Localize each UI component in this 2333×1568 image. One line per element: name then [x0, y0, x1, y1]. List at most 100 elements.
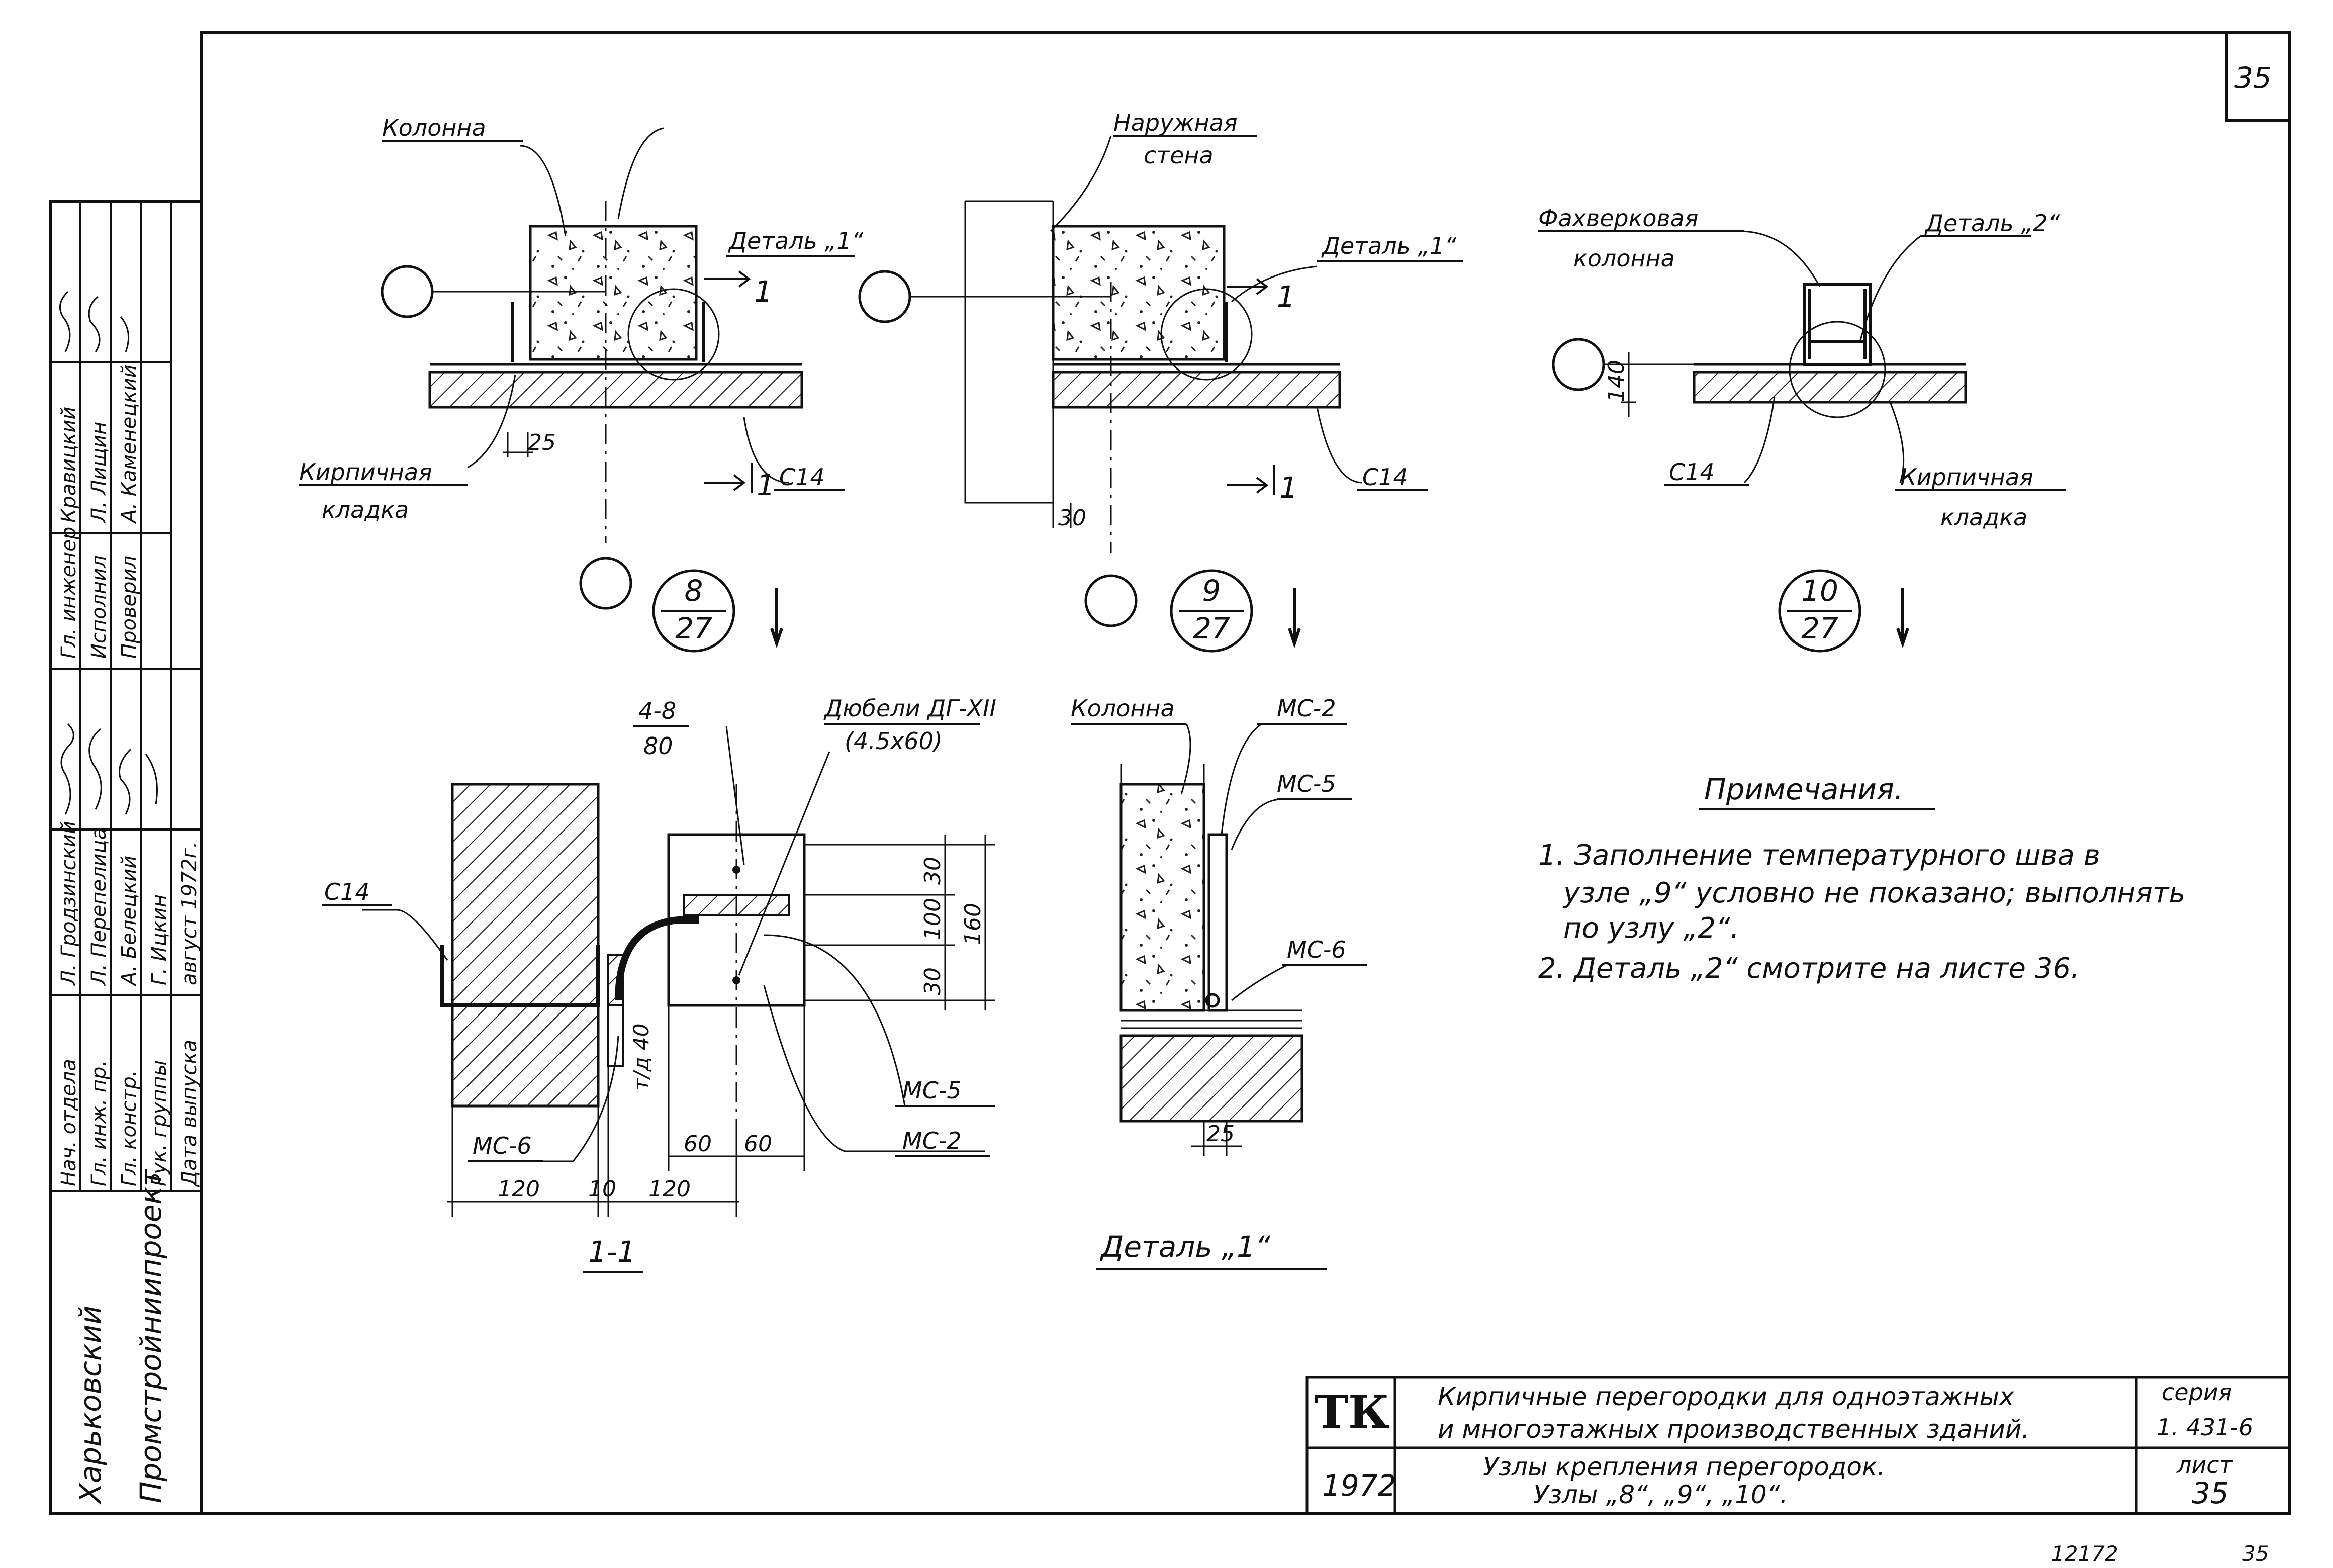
stamp-org-line-2: Промстройниипроект [134, 1168, 168, 1503]
axis-bubble [858, 270, 911, 323]
node-9-drawing: Наружная стена Деталь „1“ 1 1 С14 30 9 2… [858, 109, 1463, 653]
detail-callout-circle [1160, 288, 1253, 381]
section-gap-fill [452, 1000, 598, 1106]
node10-masonry-label-2: кладка [1940, 504, 2027, 531]
dim-100: 100 [920, 898, 946, 940]
dim-60-right: 60 [744, 1131, 772, 1157]
stamp-rows: Нач. отдела Л. Гродзинский Гл. инж. пр. … [57, 364, 201, 1187]
axis-bubble [1552, 338, 1605, 391]
dowel-label: Дюбели ДГ-XII [823, 695, 996, 722]
north-arrow-icon [1896, 588, 1909, 649]
bottom-mark-left: 12172 [2051, 1541, 2118, 1566]
dim-120-left: 120 [498, 1176, 540, 1202]
detail-column [1119, 783, 1205, 1012]
node10-masonry [1693, 371, 1967, 404]
stamp-name-5: август 1972г. [178, 842, 201, 985]
title-block-logo: ТК [1315, 1386, 1389, 1439]
stamp-name-7: Л. Лищин [87, 422, 111, 524]
title-line-2: и многоэтажных производственных зданий. [1438, 1415, 2029, 1444]
dim-mc: т/д 40 [629, 1024, 654, 1091]
stamp-role-1: Нач. отдела [57, 1059, 80, 1186]
dim-60-left: 60 [684, 1131, 712, 1157]
detail-callout-circle [1789, 321, 1886, 418]
detail-mc5-label: МС-5 [1277, 770, 1336, 797]
note-2: 2. Деталь „2“ смотрите на листе 36. [1538, 952, 2080, 985]
section-1-1-drawing: 4-8 80 Дюбели ДГ-XII (4.5х60) С14 30 100… [322, 695, 996, 1273]
north-arrow-icon [770, 588, 783, 649]
node9-ref-sheet: 27 [1193, 611, 1230, 645]
section-mc5-label: МС-5 [902, 1077, 962, 1104]
bottom-mark-right: 35 [2242, 1541, 2269, 1566]
node10-column-label-1: Фахверковая [1538, 205, 1699, 232]
dim-160: 160 [960, 903, 986, 945]
dim-120-right: 120 [648, 1176, 691, 1202]
node10-ref-sheet: 27 [1801, 611, 1838, 645]
node8-section-mark: 1 [754, 274, 773, 309]
stamp-name-2: Л. Перепелица [87, 827, 111, 986]
stamp-org-line-1: Харьковский [73, 1306, 108, 1505]
node8-section-mark-bottom: 1 [757, 468, 775, 502]
detail-mc2-label: МС-2 [1277, 695, 1336, 722]
node-10-drawing: Фахверковая колонна Деталь „2“ 140 С14 К… [1538, 205, 2066, 653]
series-value: 1. 431-6 [2157, 1414, 2253, 1441]
stamp-frame [49, 200, 202, 1514]
detail-mc6-label: МС-6 [1287, 936, 1346, 963]
notes-title: Примечания. [1704, 772, 1903, 806]
node9-section-mark-bottom: 1 [1279, 471, 1298, 505]
node9-wall [1052, 225, 1226, 361]
node10-column-label-2: колонна [1573, 245, 1675, 272]
section-mc2-label: МС-2 [902, 1127, 962, 1154]
north-arrow-icon [1288, 588, 1301, 649]
node9-c14-label: С14 [1362, 464, 1408, 491]
stamp-name-4: Г. Ицкин [148, 894, 171, 985]
detail-dim-25: 25 [1206, 1121, 1235, 1147]
detail-callout-circle [627, 288, 720, 381]
stamp-name-8: А. Каменецкий [118, 364, 141, 524]
subtitle-line-1: Узлы крепления перегородок. [1483, 1452, 1885, 1482]
node9-wall-label-1: Наружная [1113, 109, 1238, 136]
node8-detail-label: Деталь „1“ [728, 227, 863, 254]
node9-ref-number: 9 [1202, 574, 1221, 608]
node9-detail-label: Деталь „1“ [1321, 232, 1456, 259]
dim-30-top: 30 [920, 857, 946, 885]
dim-30-bottom: 30 [920, 967, 946, 995]
node8-column [529, 225, 698, 361]
axis-bubble [1084, 574, 1138, 627]
node10-detail-label: Деталь „2“ [1924, 210, 2060, 237]
node10-dim-140: 140 [1604, 360, 1629, 402]
section-mc6-label: МС-6 [473, 1132, 532, 1159]
stamp-role-4: Рук. группы [148, 1060, 171, 1186]
axis-bubble [381, 265, 434, 318]
section-c14-label: С14 [324, 878, 370, 905]
node8-masonry [428, 371, 803, 409]
notes-block: Примечания. 1. Заполнение температурного… [1538, 772, 2185, 985]
node9-dim-30: 30 [1058, 505, 1086, 531]
title-block [1305, 1376, 2291, 1515]
stamp-role-2: Гл. инж. пр. [87, 1060, 111, 1186]
node10-masonry-label-1: Кирпичная [1900, 464, 2033, 491]
title-block-year: 1972 [1322, 1468, 1396, 1503]
sheet-value: 35 [2192, 1476, 2229, 1510]
stamp-role-3: Гл. констр. [118, 1070, 141, 1186]
node10-ref-number: 10 [1801, 574, 1838, 608]
node8-ref-number: 8 [685, 574, 703, 608]
node8-masonry-label-1: Кирпичная [299, 458, 432, 486]
title-line-1: Кирпичные перегородки для одноэтажных [1438, 1382, 2014, 1411]
sheet-label: лист [2176, 1451, 2233, 1479]
node9-wall-label-2: стена [1144, 142, 1214, 169]
note-1-line-1: 1. Заполнение температурного шва в [1538, 839, 2100, 872]
node8-c14-label: С14 [779, 464, 825, 491]
stamp-role-8: Проверил [118, 556, 141, 659]
axis-bubble [579, 557, 632, 610]
detail-masonry [1119, 1034, 1303, 1123]
section-caption: 1-1 [588, 1235, 636, 1269]
stamp-role-5: Дата выпуска [178, 1040, 201, 1187]
detail-column-label: Колонна [1071, 695, 1175, 722]
stamp-signatures [59, 291, 158, 815]
detail-caption: Деталь „1“ [1099, 1230, 1271, 1264]
stamp-name-3: А. Белецкий [118, 856, 141, 987]
node9-section-mark: 1 [1277, 280, 1295, 314]
detail-1-drawing: Колонна МС-2 МС-5 МС-6 25 Деталь „1“ [1071, 695, 1367, 1270]
node10-c14-label: С14 [1669, 458, 1715, 486]
